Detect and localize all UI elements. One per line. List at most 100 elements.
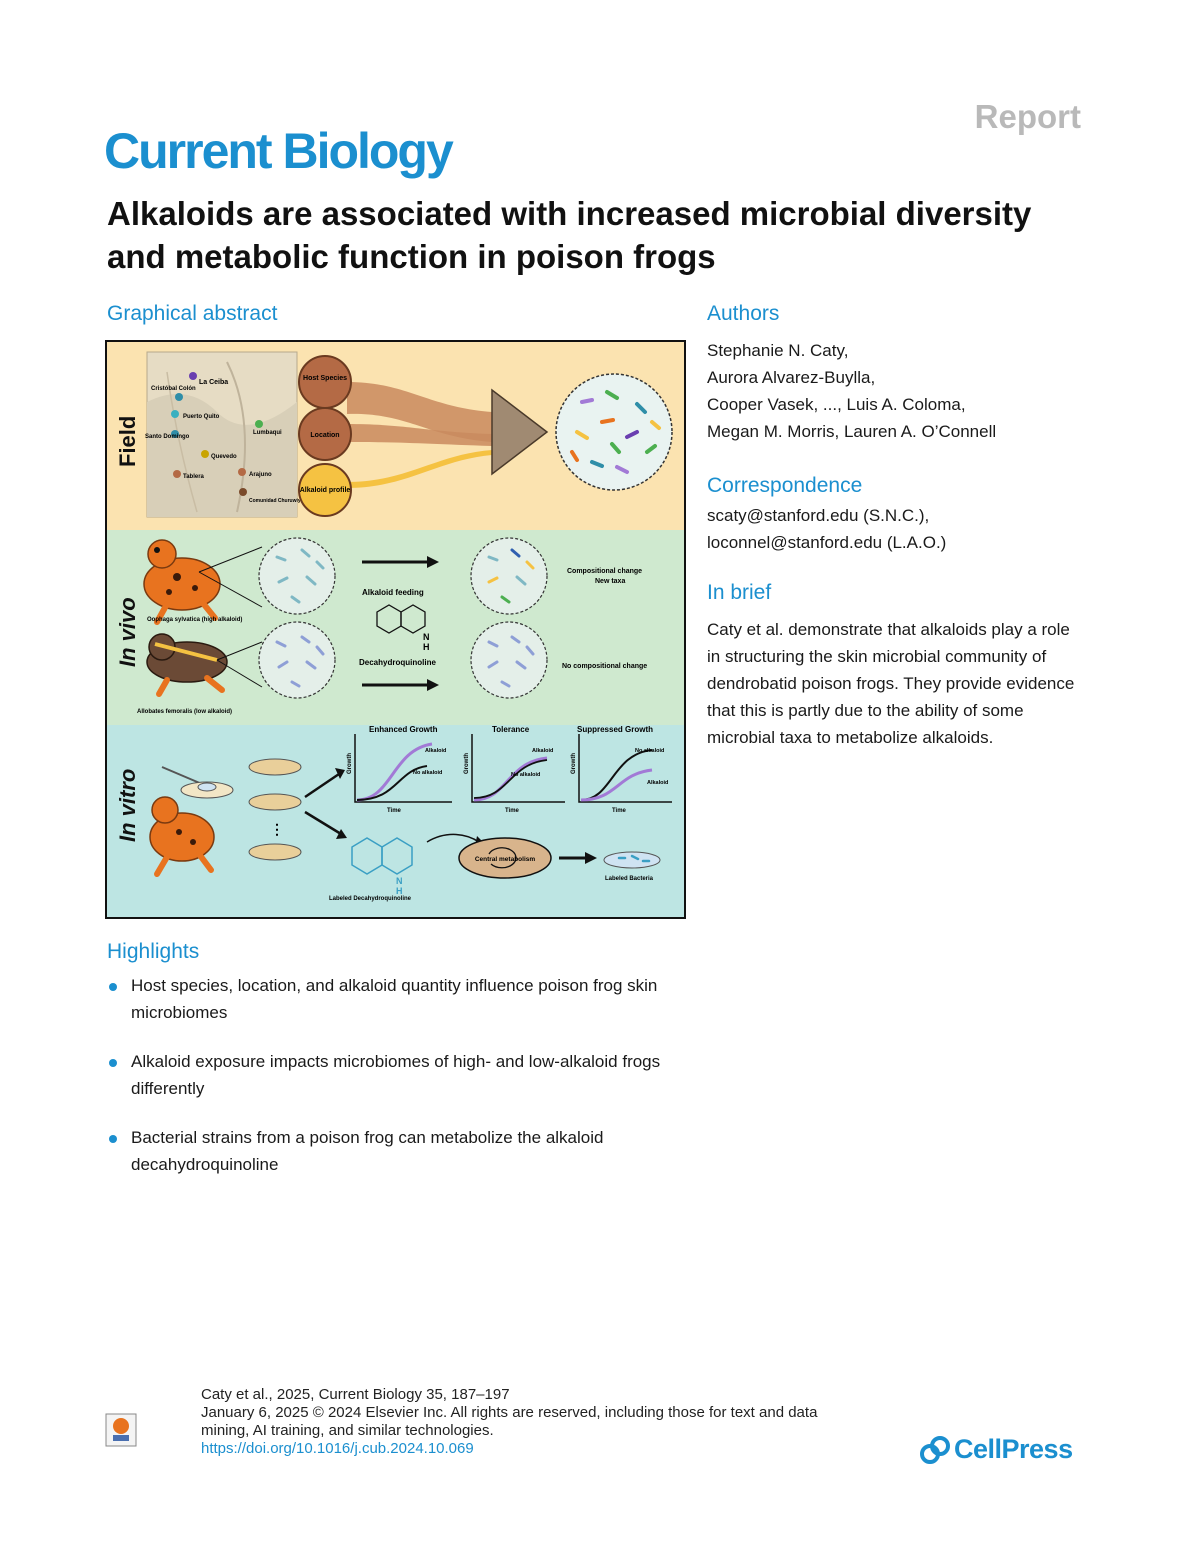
axis-label: Growth: [464, 753, 470, 774]
nitrogen-label: N: [423, 632, 430, 642]
labeled-dhq-label: Labeled Decahydroquinoline: [329, 896, 412, 902]
in-vitro-label: In vitro: [115, 769, 140, 842]
in-brief-text: Caty et al. demonstrate that alkaloids p…: [707, 620, 1075, 747]
author-line[interactable]: Cooper Vasek, ..., Luis A. Coloma,: [707, 395, 966, 414]
article-title: Alkaloids are associated with increased …: [107, 195, 1032, 275]
in-vivo-microbiome-after-high: [470, 537, 548, 615]
frog-low-caption: Allobates femoralis (low alkaloid): [137, 709, 232, 715]
map-site-label: Quevedo: [211, 454, 237, 460]
convergence-arrow: [491, 388, 549, 476]
axis-label: Time: [505, 808, 520, 814]
authors-list: Stephanie N. Caty, Aurora Alvarez-Buylla…: [707, 337, 1087, 445]
cellpress-logo: CellPress: [918, 1432, 1088, 1472]
journal-name: Current Biology: [104, 123, 454, 179]
labeled-dhq-structure: [351, 837, 413, 875]
culture-plates: [248, 758, 302, 861]
map-site-label: Arajuno: [249, 472, 272, 478]
email-link[interactable]: scaty@stanford.edu (S.N.C.),: [707, 506, 930, 525]
cellpress-icon: [920, 1436, 950, 1464]
map-site-label: Comunidad Churuwiya: [249, 498, 304, 504]
factor-label: Location: [310, 432, 339, 439]
factor-host-species: Host Species: [298, 355, 352, 409]
axis-label: Growth: [347, 753, 353, 774]
map-site-label: La Ceiba: [199, 379, 228, 386]
growth-title: Suppressed Growth: [577, 725, 653, 734]
ecuador-map: La Ceiba Cristóbal Colón Puerto Quito Sa…: [145, 351, 304, 518]
copyright-line: January 6, 2025 © 2024 Elsevier Inc. All…: [201, 1404, 818, 1439]
author-line: Megan M. Morris, Lauren A. O’Connell: [707, 422, 997, 441]
factor-alkaloid-profile: Alkaloid profile: [298, 463, 352, 517]
cellpress-wordmark: CellPress: [954, 1434, 1073, 1464]
author-line: Stephanie N. Caty,: [707, 341, 849, 360]
feeding-arrow-top: [362, 556, 439, 568]
email-link[interactable]: loconnel@stanford.edu (L.A.O.): [707, 533, 947, 552]
axis-label: Growth: [571, 753, 577, 774]
in-vivo-label: In vivo: [115, 597, 140, 667]
map-site-label: Tablera: [183, 474, 205, 480]
factor-label: Alkaloid profile: [300, 487, 351, 494]
curve-label: No alkaloid: [413, 770, 442, 776]
map-site-label: Puerto Quito: [183, 414, 220, 420]
doi-link[interactable]: https://doi.org/10.1016/j.cub.2024.10.06…: [201, 1440, 474, 1457]
author-line: Aurora Alvarez-Buylla,: [707, 368, 876, 387]
frog-high-caption: Oophaga sylvatica (high alkaloid): [147, 617, 242, 623]
authors-heading: Authors: [707, 302, 780, 325]
decahydroquinoline-structure: [376, 604, 426, 634]
elsevier-logo: [105, 1413, 137, 1447]
highlight-text: Host species, location, and alkaloid qua…: [131, 976, 658, 1022]
graphical-abstract-heading: Graphical abstract: [107, 302, 278, 325]
central-metabolism-label: Central metabolism: [475, 856, 536, 863]
in-vivo-microbiome-after-low: [470, 621, 548, 699]
microbiome-circle: [555, 373, 673, 491]
outcome-no-change-label: No compositional change: [562, 663, 647, 670]
labeled-bacteria-label: Labeled Bacteria: [605, 876, 654, 882]
axis-label: Time: [612, 808, 627, 814]
curve-label: No alkaloid: [635, 748, 664, 754]
factor-location: Location: [298, 407, 352, 461]
highlight-item: Alkaloid exposure impacts microbiomes of…: [107, 1048, 697, 1102]
correspondence-heading: Correspondence: [707, 474, 863, 497]
compound-label: Decahydroquinoline: [359, 658, 436, 667]
growth-panel-tolerance: Tolerance Growth Time Alkaloid No alkalo…: [464, 725, 565, 814]
feeding-arrow-bottom: [362, 679, 439, 691]
growth-panel-suppressed: Suppressed Growth Growth Time No alkaloi…: [571, 725, 672, 814]
curve-label: Alkaloid: [532, 748, 553, 754]
in-vitro-frog: [149, 796, 215, 877]
in-vivo-microbiome-before-high: [258, 537, 336, 615]
bullet-icon: [109, 1135, 117, 1143]
highlight-item: Bacterial strains from a poison frog can…: [107, 1124, 697, 1178]
growth-panel-enhanced: Enhanced Growth Growth Time Alkaloid No …: [347, 725, 452, 814]
graphical-abstract-figure: Field In vivo In vitro La Ceiba Cristóba…: [105, 340, 686, 919]
factor-label: Host Species: [303, 375, 347, 382]
growth-title: Enhanced Growth: [369, 725, 438, 734]
nitrogen-label: N: [396, 876, 403, 886]
map-site-label: Santo Domingo: [145, 434, 190, 440]
swab-petri-dish: [161, 766, 234, 799]
alkaloid-feeding-label: Alkaloid feeding: [362, 588, 424, 597]
bullet-icon: [109, 983, 117, 991]
curve-label: No alkaloid: [511, 772, 540, 778]
map-site-label: Lumbaqui: [253, 430, 282, 436]
citation-line: Caty et al., 2025, Current Biology 35, 1…: [201, 1386, 510, 1403]
curve-label: Alkaloid: [647, 780, 668, 786]
ellipsis-icon: ⋮: [270, 821, 284, 837]
in-vivo-microbiome-before-low: [258, 621, 336, 699]
hydrogen-label: H: [396, 886, 403, 896]
highlights-heading: Highlights: [107, 940, 200, 963]
curve-label: Alkaloid: [425, 748, 446, 754]
article-type-label: Report: [974, 98, 1081, 135]
correspondence-list: scaty@stanford.edu (S.N.C.), loconnel@st…: [707, 502, 1087, 556]
central-metabolism-node: Central metabolism: [458, 837, 552, 879]
in-brief-heading: In brief: [707, 581, 772, 604]
highlights-list: Host species, location, and alkaloid qua…: [107, 972, 697, 1200]
low-alkaloid-frog: [146, 633, 228, 697]
field-label: Field: [115, 416, 140, 467]
citation-block: Caty et al., 2025, Current Biology 35, 1…: [201, 1386, 821, 1458]
highlight-text: Alkaloid exposure impacts microbiomes of…: [131, 1052, 661, 1098]
hydrogen-label: H: [423, 642, 430, 652]
bullet-icon: [109, 1059, 117, 1067]
labeled-bacteria-dish: [603, 851, 661, 869]
highlight-item: Host species, location, and alkaloid qua…: [107, 972, 697, 1026]
axis-label: Time: [387, 808, 402, 814]
